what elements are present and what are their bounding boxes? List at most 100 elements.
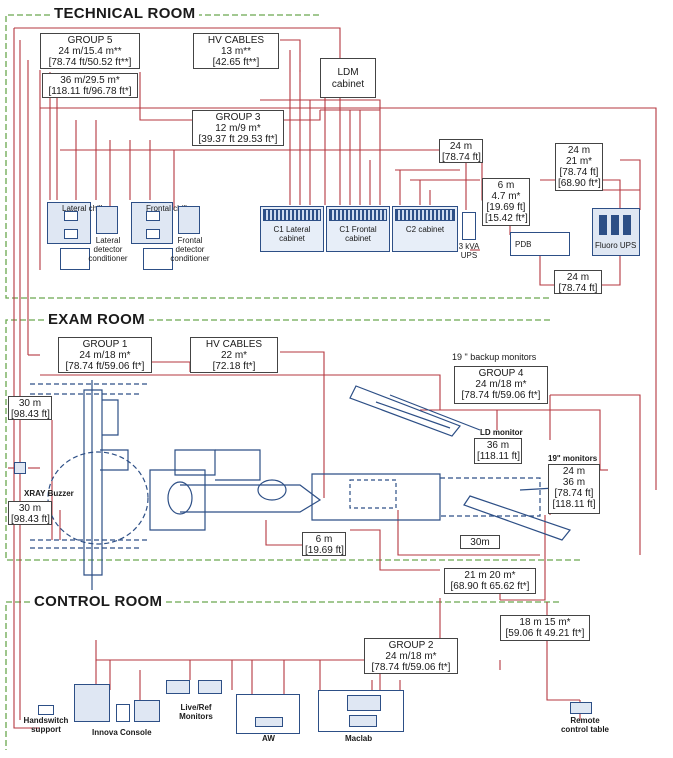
innova-console-label: Innova Console: [92, 728, 152, 737]
aw-workstation: [236, 694, 300, 734]
c1-lateral-label: C1 Lateral cabinet: [273, 225, 311, 243]
frontal-detector-label: Frontal detector conditioner: [170, 236, 210, 263]
length-4-7m-a-ft: [15.42 ft*]: [485, 213, 528, 224]
length-6m-box-b: 6 m [19.69 ft]: [302, 532, 346, 556]
handswitch-label: Handswitch support: [23, 716, 69, 734]
xray-buzzer-icon: [14, 462, 26, 474]
length-30m-b-ft: [98.43 ft]: [11, 514, 50, 525]
fluoro-ups: Fluoro UPS: [592, 208, 640, 256]
hv-cables-exam-length-ft: [72.18 ft*]: [212, 361, 256, 372]
lateral-detector-label: Lateral detector conditioner: [88, 236, 128, 263]
length-21m-b-ft: [68.90 ft*]: [558, 178, 601, 189]
c1-lateral-cabinet: C1 Lateral cabinet: [260, 206, 324, 252]
length-36m-ft: [118.11 ft/96.78 ft*]: [48, 86, 132, 97]
group2-length-ft: [78.74 ft/59.06 ft*]: [371, 662, 451, 673]
maclab-label: Maclab: [345, 734, 373, 743]
length-30m-box-b: 30 m [98.43 ft]: [8, 501, 52, 525]
frontal-chiller-label: Frontal chiller: [146, 204, 195, 213]
lateral-chiller-label: Lateral chiller: [62, 204, 110, 213]
length-24m-a: 24 m: [449, 141, 473, 152]
innova-console-mouse-icon: [116, 704, 130, 722]
technical-room-title: TECHNICAL ROOM: [50, 6, 200, 22]
handswitch-support-icon: [38, 705, 54, 715]
frontal-chiller: [131, 202, 173, 244]
length-24m-box-a: 24 m [78.74 ft]: [439, 139, 483, 163]
frontal-chiller-base: [143, 248, 173, 270]
ld-length-ft: [118.11 ft]: [477, 451, 520, 462]
monitors-19-label: 19" monitors: [548, 454, 598, 463]
length-24m-b-ft: [78.74 ft]: [559, 167, 599, 178]
ld-monitor-cable-box: 36 m [118.11 ft]: [474, 438, 522, 464]
technical-room-border: [5, 14, 552, 299]
exam-room-title: EXAM ROOM: [44, 312, 149, 328]
length-6m-a: 6 m: [497, 180, 515, 191]
group5-title: GROUP 5: [67, 35, 113, 46]
length-36m: 36 m/29.5 m*: [60, 75, 120, 86]
ldm-cabinet: LDM cabinet: [320, 58, 376, 98]
pdb: PDB: [510, 232, 570, 256]
length-36m-box: 36 m/29.5 m* [118.11 ft/96.78 ft*]: [42, 73, 138, 98]
length-21m-box: 21 m 20 m* [68.90 ft 65.62 ft*]: [444, 568, 536, 594]
group3-cable-box: GROUP 3 12 m/9 m* [39.37 ft 29.53 ft*]: [192, 110, 284, 146]
group2-title: GROUP 2: [388, 640, 434, 651]
lateral-detector-conditioner: [96, 206, 118, 234]
group4-title: GROUP 4: [478, 368, 524, 379]
monitors-19-length-24-ft: [78.74 ft]: [554, 488, 594, 499]
length-6m-b: 6 m: [315, 534, 333, 545]
group1-length-ft: [78.74 ft/59.06 ft*]: [65, 361, 145, 372]
innova-console-pad: [134, 700, 160, 722]
lateral-chiller-base: [60, 248, 90, 270]
ldm-cabinet-label: LDM cabinet: [331, 67, 365, 90]
group1-cable-box: GROUP 1 24 m/18 m* [78.74 ft/59.06 ft*]: [58, 337, 152, 373]
group2-length: 24 m/18 m*: [385, 651, 437, 662]
group5-length: 24 m/15.4 m**: [58, 46, 122, 57]
length-24m-c-ft: [78.74 ft]: [558, 283, 598, 294]
length-24m-b: 24 m: [567, 145, 591, 156]
length-24m-a-ft: [78.74 ft]: [442, 152, 481, 163]
monitors-19-cable-box: 24 m 36 m [78.74 ft] [118.11 ft]: [548, 464, 600, 514]
hv-cables-technical-box: HV CABLES 13 m** [42.65 ft**]: [193, 33, 279, 69]
group5-length-ft: [78.74 ft/50.52 ft**]: [48, 57, 132, 68]
length-24m-box-b: 24 m 21 m* [78.74 ft] [68.90 ft*]: [555, 143, 603, 191]
hv-cables-length: 13 m**: [220, 46, 251, 57]
group4-length: 24 m/18 m*: [475, 379, 527, 390]
remote-control-table-label: Remote control table: [560, 716, 609, 734]
group2-cable-box: GROUP 2 24 m/18 m* [78.74 ft/59.06 ft*]: [364, 638, 458, 674]
hv-cables-exam-box: HV CABLES 22 m* [72.18 ft*]: [190, 337, 278, 373]
monitors-19-length-24: 24 m: [562, 466, 586, 477]
length-18m-box: 18 m 15 m* [59.06 ft 49.21 ft*]: [500, 615, 590, 641]
length-21m: 21 m 20 m*: [464, 570, 516, 581]
c1-frontal-cabinet: C1 Frontal cabinet: [326, 206, 390, 252]
pdb-label: PDB: [515, 240, 532, 249]
hv-cables-title: HV CABLES: [207, 35, 265, 46]
length-21m-b: 21 m*: [565, 156, 593, 167]
monitors-19-length-36-ft: [118.11 ft]: [552, 499, 596, 510]
ups-3kva: [462, 212, 476, 240]
c1-frontal-label: C1 Frontal cabinet: [339, 225, 377, 243]
xray-buzzer-label: XRAY Buzzer: [24, 489, 74, 498]
ups-label: 3 kVA UPS: [458, 242, 480, 260]
group3-title: GROUP 3: [215, 112, 261, 123]
ld-monitor-label: LD monitor: [480, 428, 523, 437]
innova-console-unit: [74, 684, 110, 722]
maclab-workstation: [318, 690, 404, 732]
ld-length: 36 m: [486, 440, 510, 451]
frontal-detector-conditioner: [178, 206, 200, 234]
length-30m-box-a: 30 m [98.43 ft]: [8, 396, 52, 420]
live-ref-monitors-label: Live/Ref Monitors: [179, 703, 213, 721]
group4-length-ft: [78.74 ft/59.06 ft*]: [461, 390, 541, 401]
backup-monitors-label: 19 " backup monitors: [452, 352, 537, 362]
group3-length-ft: [39.37 ft 29.53 ft*]: [198, 134, 278, 145]
hv-cables-exam-title: HV CABLES: [205, 339, 263, 350]
control-room-border: [5, 601, 30, 750]
length-18m: 18 m 15 m*: [519, 617, 571, 628]
length-21m-ft: [68.90 ft 65.62 ft*]: [450, 581, 530, 592]
remote-control-table-icon: [570, 702, 592, 714]
length-6m-b-ft: [19.69 ft]: [305, 545, 344, 556]
c2-cabinet: C2 cabinet: [392, 206, 458, 252]
length-30m-c: 30m: [470, 537, 490, 548]
group5-cable-box: GROUP 5 24 m/15.4 m** [78.74 ft/50.52 ft…: [40, 33, 140, 69]
group1-length: 24 m/18 m*: [79, 350, 131, 361]
